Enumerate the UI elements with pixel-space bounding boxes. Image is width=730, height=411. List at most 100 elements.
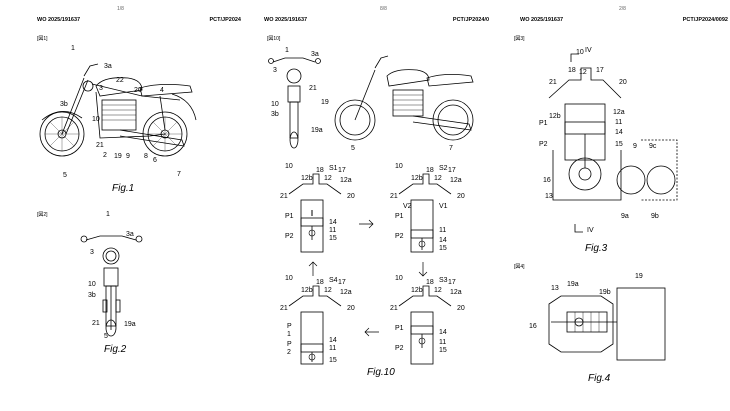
ref-12b-s3: 12b bbox=[411, 287, 423, 294]
ref-8: 8 bbox=[144, 153, 148, 160]
section-iv-top: IV bbox=[585, 47, 592, 54]
page-3: 2/8 WO 2025/191637 PCT/JP2024/0092 [図3] … bbox=[491, 0, 730, 411]
ref-21-fig10-front: 21 bbox=[309, 85, 317, 92]
ref-18-s4: 18 bbox=[316, 279, 324, 286]
ref-2: 2 bbox=[103, 152, 107, 159]
ref-3b-fig2: 3b bbox=[88, 292, 96, 299]
ref-10-fig2: 10 bbox=[88, 281, 96, 288]
ref-19a-fig10-front: 19a bbox=[311, 127, 323, 134]
ref-7: 7 bbox=[177, 171, 181, 178]
ref-12-s1: 12 bbox=[324, 175, 332, 182]
ref-3a-fig1: 3a bbox=[104, 63, 112, 70]
ref-12a-s4: 12a bbox=[340, 289, 352, 296]
fig4-refs: 13 19a 19 19b 16 bbox=[529, 273, 643, 330]
ref-9b: 9b bbox=[651, 213, 659, 220]
figure-tag-3: [図3] bbox=[514, 36, 525, 42]
ref-17-fig3: 17 bbox=[596, 67, 604, 74]
publication-number: WO 2025/191637 bbox=[264, 17, 308, 23]
ref-15-s3: 15 bbox=[439, 347, 447, 354]
ref-20-s1: 20 bbox=[347, 193, 355, 200]
ref-9a: 9a bbox=[621, 213, 629, 220]
port-p2-s4: P bbox=[287, 341, 292, 348]
cycle-arrows bbox=[308, 219, 428, 337]
ref-17-s4: 17 bbox=[338, 279, 346, 286]
fig3-fig4-drawing: 10 IV 18 12 17 21 20 12b 12a P1 11 14 P2… bbox=[529, 47, 678, 361]
page-2: 8/8 WO 2025/191637 PCT/JP2024/0 [図10] Fi… bbox=[243, 0, 491, 411]
ref-10-s2: 10 bbox=[395, 163, 403, 170]
step-s3: S3 bbox=[439, 277, 448, 284]
ref-16-fig4: 16 bbox=[529, 323, 537, 330]
figure-label-1: Fig.1 bbox=[112, 183, 135, 194]
ref-5-fig10-side: 5 bbox=[351, 145, 355, 152]
ref-19-fig1: 19 bbox=[114, 153, 122, 160]
ref-11-s2: 11 bbox=[439, 227, 446, 234]
ref-13-fig4: 13 bbox=[551, 285, 559, 292]
page-number: 1/8 bbox=[117, 6, 124, 12]
ref-3-fig1: 3 bbox=[99, 85, 103, 92]
ref-1-fig1: 1 bbox=[71, 45, 75, 52]
ref-12a-s2: 12a bbox=[450, 177, 462, 184]
ref-9: 9 bbox=[126, 153, 130, 160]
port-p2-fig3: P2 bbox=[539, 141, 548, 148]
ref-12b-fig3: 12b bbox=[549, 113, 561, 120]
step-s2: S2 bbox=[439, 165, 448, 172]
ref-11-fig3: 11 bbox=[615, 119, 622, 126]
ref-20-fig1: 20 bbox=[134, 87, 142, 94]
port-p1-num-s4: 1 bbox=[287, 331, 291, 338]
ref-22: 22 bbox=[116, 77, 124, 84]
ref-12b-s4: 12b bbox=[301, 287, 313, 294]
page-number: 8/8 bbox=[380, 6, 387, 12]
ref-16-fig3: 16 bbox=[543, 177, 551, 184]
port-p1-s2: P1 bbox=[395, 213, 404, 220]
ref-5-fig2: 5 bbox=[104, 333, 108, 340]
ref-12-s4: 12 bbox=[324, 287, 332, 294]
figure-label-10: Fig.10 bbox=[367, 367, 395, 378]
port-p-s4: P bbox=[287, 323, 292, 330]
ref-1-fig10-front: 1 bbox=[285, 47, 289, 54]
ref-17-s1: 17 bbox=[338, 167, 346, 174]
port-p1-s1: P1 bbox=[285, 213, 294, 220]
ref-12-s2: 12 bbox=[434, 175, 442, 182]
ref-12-s3: 12 bbox=[434, 287, 442, 294]
ref-21-s3: 21 bbox=[390, 305, 398, 312]
ref-14-s4: 14 bbox=[329, 337, 337, 344]
ref-11-s4: 11 bbox=[329, 345, 336, 352]
ref-12b-s2: 12b bbox=[411, 175, 423, 182]
ref-19a-fig2: 19a bbox=[124, 321, 136, 328]
ref-3b-fig1: 3b bbox=[60, 101, 68, 108]
stroke-diagram-s2: S2 10 12b 18 12 17 12a 21 20 V2 V1 P1 P2… bbox=[390, 163, 465, 253]
ref-15-s1: 15 bbox=[329, 235, 337, 242]
ref-9-fig3: 9 bbox=[633, 143, 637, 150]
ref-12-fig3: 12 bbox=[579, 69, 587, 76]
ref-7-fig10-side: 7 bbox=[449, 145, 453, 152]
figure-tag-1: [図1] bbox=[37, 36, 48, 42]
publication-number: WO 2025/191637 bbox=[520, 17, 564, 23]
application-number: PCT/JP2024 bbox=[209, 17, 242, 23]
ref-3b-fig10-front: 3b bbox=[271, 111, 279, 118]
arrow-right-icon bbox=[359, 219, 374, 229]
ref-10-fig3: 10 bbox=[576, 49, 584, 56]
ref-6: 6 bbox=[153, 157, 157, 164]
application-number: PCT/JP2024/0092 bbox=[682, 17, 728, 23]
ref-19b: 19b bbox=[599, 289, 611, 296]
figure-label-3: Fig.3 bbox=[585, 243, 608, 254]
port-p1-s3: P1 bbox=[395, 325, 404, 332]
ref-18-s2: 18 bbox=[426, 167, 434, 174]
ref-10-fig10-front: 10 bbox=[271, 101, 279, 108]
stroke-diagram-s1: S1 10 12b 18 12 17 12a 21 20 P1 P2 14 11… bbox=[280, 163, 355, 253]
arrow-down-icon bbox=[418, 262, 428, 277]
ref-21-fig3: 21 bbox=[549, 79, 557, 86]
port-p2-s1: P2 bbox=[285, 233, 294, 240]
ref-12a-fig3: 12a bbox=[613, 109, 625, 116]
page-number: 2/8 bbox=[619, 6, 626, 12]
ref-21-fig2: 21 bbox=[92, 320, 100, 327]
ref-12a-s1: 12a bbox=[340, 177, 352, 184]
step-s4: S4 bbox=[329, 277, 338, 284]
page-1: 1/8 WO 2025/191637 PCT/JP2024 [図1] Fig.1… bbox=[0, 0, 243, 411]
ref-3-fig2: 3 bbox=[90, 249, 94, 256]
figure-tag-4: [図4] bbox=[514, 264, 525, 270]
stroke-diagram-s3: S3 10 12b 18 12 17 12a 21 20 P1 P2 14 11… bbox=[390, 275, 465, 365]
port-p2-num-s4: 2 bbox=[287, 349, 291, 356]
ref-10-fig1: 10 bbox=[92, 116, 100, 123]
application-number: PCT/JP2024/0 bbox=[452, 17, 489, 23]
